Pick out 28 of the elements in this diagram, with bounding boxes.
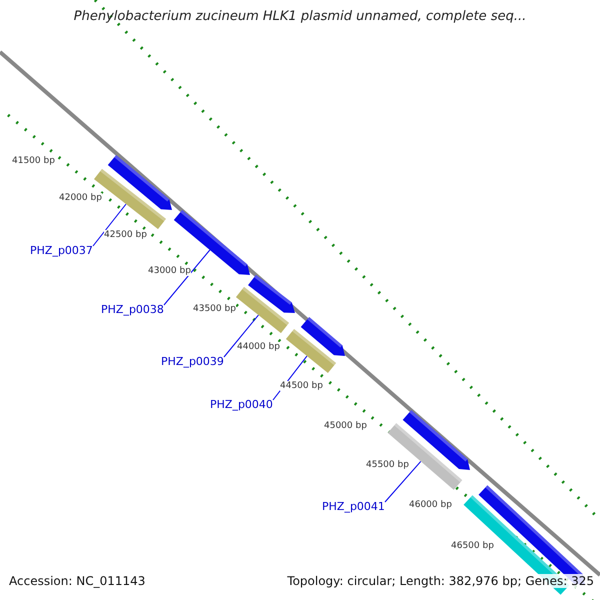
scale-label: 46000 bp xyxy=(409,500,452,510)
gene-bar xyxy=(248,274,295,313)
scale-label: 44000 bp xyxy=(237,342,280,352)
leader-line xyxy=(384,460,422,502)
gene-label: PHZ_p0040 xyxy=(210,398,273,411)
scale-label: 42000 bp xyxy=(59,193,102,203)
scale-label: 43000 bp xyxy=(148,266,191,276)
scale-label: 42500 bp xyxy=(104,230,147,240)
gene-bar xyxy=(108,155,172,210)
scale-label: 43500 bp xyxy=(193,304,236,314)
scale-label: 44500 bp xyxy=(280,381,323,391)
title: Phenylobacterium zucineum HLK1 plasmid unnamed, complete seq... xyxy=(72,9,528,24)
accession-text: Accession: NC_011143 xyxy=(9,574,146,588)
scale-label: 46500 bp xyxy=(451,541,494,551)
scale-label: 45500 bp xyxy=(366,460,409,470)
summary-text: Topology: circular; Length: 382,976 bp; Genes: 325 xyxy=(287,574,594,588)
gene-bar xyxy=(286,328,336,374)
leader-line xyxy=(164,250,210,306)
scale-label: 45000 bp xyxy=(324,421,367,431)
gene-label: PHZ_p0038 xyxy=(101,303,164,316)
gene-label: PHZ_p0039 xyxy=(161,355,224,368)
gene-label: PHZ_p0037 xyxy=(30,244,93,257)
gene-bar xyxy=(300,317,345,356)
gene-bar xyxy=(236,286,290,334)
leader-line xyxy=(224,314,259,358)
scale-label: 41500 bp xyxy=(12,156,55,166)
leader-line xyxy=(92,204,126,246)
gene-label: PHZ_p0041 xyxy=(322,500,385,513)
